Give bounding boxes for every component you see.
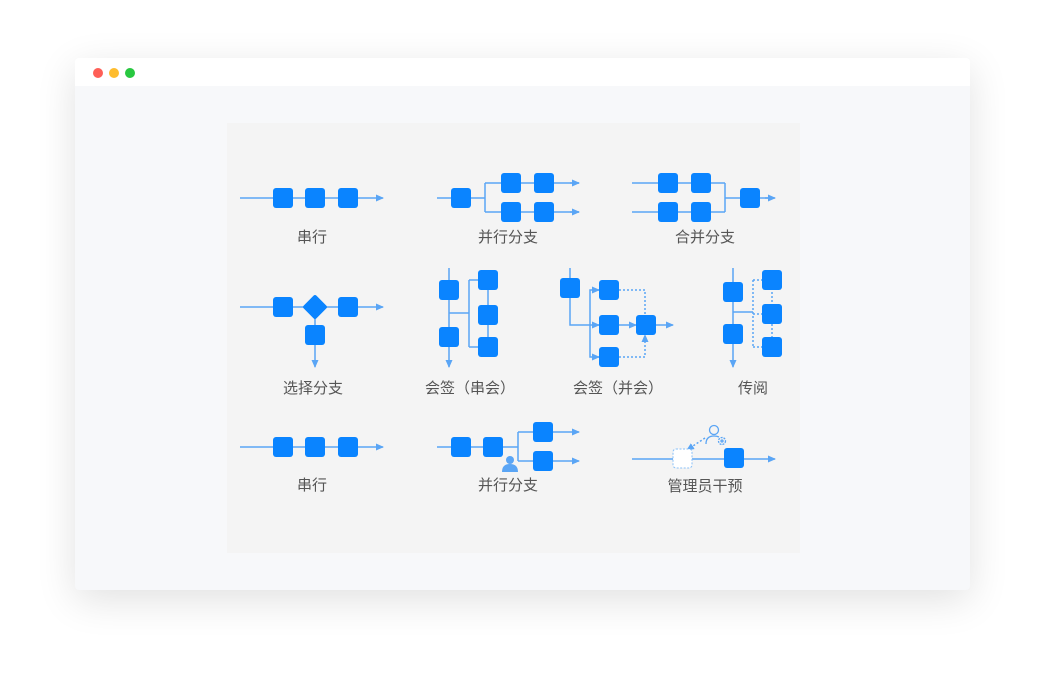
user-icon: [502, 456, 518, 472]
label-parallel-branch-2: 并行分支: [478, 476, 538, 494]
label-countersign-parallel: 会签（并会）: [573, 379, 663, 397]
pending-node: [672, 448, 693, 469]
label-parallel-branch-1: 并行分支: [478, 228, 538, 246]
label-admin-intervene: 管理员干预: [667, 477, 742, 495]
minimize-button[interactable]: [109, 68, 119, 78]
label-countersign-serial: 会签（串会）: [425, 379, 515, 397]
label-choice-branch: 选择分支: [283, 379, 343, 397]
label-serial-2: 串行: [297, 476, 327, 494]
label-merge-branch: 合并分支: [675, 228, 735, 246]
label-circulate: 传阅: [738, 379, 768, 397]
label-serial-1: 串行: [297, 228, 327, 246]
title-bar: [75, 58, 970, 86]
close-button[interactable]: [93, 68, 103, 78]
browser-window: [75, 58, 970, 590]
decision-diamond: [303, 295, 327, 319]
maximize-button[interactable]: [125, 68, 135, 78]
admin-gear-user-icon: [705, 424, 727, 446]
